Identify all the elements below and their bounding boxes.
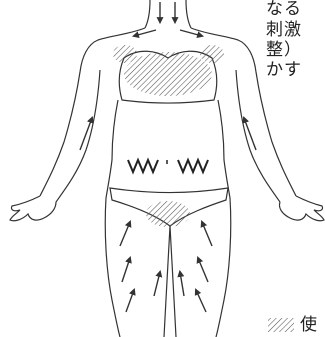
- shoulder-arrow-left: [131, 29, 157, 39]
- text-line-4: かす: [266, 60, 302, 80]
- groin-hatched-area: [146, 201, 190, 227]
- text-line-3: 整）: [266, 40, 302, 60]
- left-shoulder-hatch: [113, 45, 137, 63]
- right-leg-arrow-3: [194, 288, 207, 313]
- left-leg-arrow-2: [121, 256, 132, 283]
- left-zigzag-mark: [127, 157, 159, 175]
- waist-outline: [105, 99, 231, 199]
- left-arm-arrow: [79, 116, 94, 151]
- left-leg-arrow-4: [153, 269, 163, 297]
- torso-outline: [39, 27, 297, 197]
- legend-label: 使: [300, 315, 317, 335]
- right-zigzag-mark: [177, 157, 209, 175]
- shoulder-arrow-right: [179, 29, 205, 39]
- right-leg-arrow-1: [200, 220, 213, 247]
- right-shoulder-hatch: [200, 45, 224, 63]
- left-hand: [9, 195, 57, 222]
- neck-outline: [144, 0, 192, 29]
- legs-outline: [104, 197, 232, 337]
- left-leg-arrow-3: [125, 288, 136, 313]
- left-leg-arrow-1: [119, 220, 132, 247]
- inner-arm-outline: [55, 69, 281, 203]
- underwear-outline: [109, 187, 229, 227]
- chest-hatched-area: [124, 52, 212, 96]
- text-line-1: なる: [266, 0, 302, 19]
- right-arm-arrow: [242, 116, 257, 151]
- right-leg-arrow-4: [177, 269, 185, 297]
- legend-hatch-swatch: [268, 318, 294, 332]
- right-hand: [278, 195, 325, 222]
- right-leg-arrow-2: [196, 256, 209, 283]
- text-line-2: 刺激: [266, 20, 302, 40]
